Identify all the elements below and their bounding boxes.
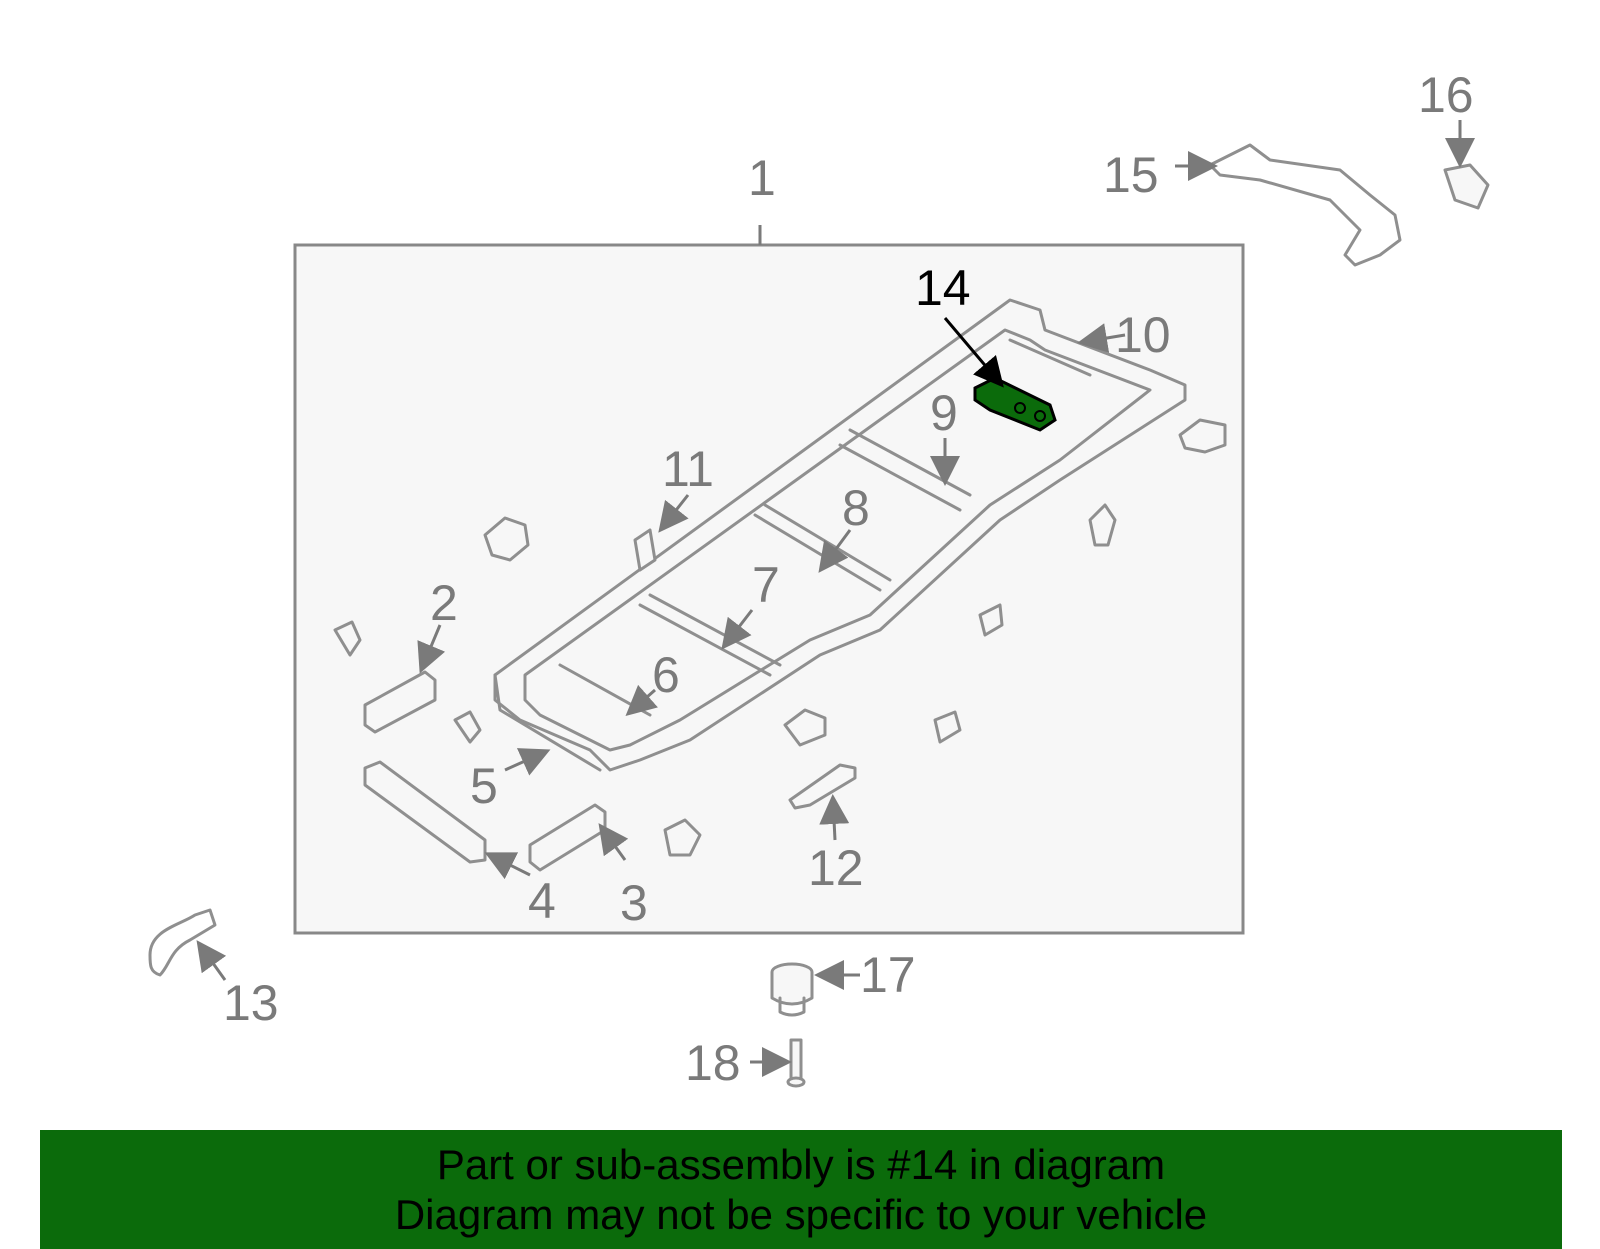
callout-10: 10 <box>1115 307 1171 363</box>
leader-13 <box>196 940 227 981</box>
callout-1: 1 <box>748 150 776 206</box>
leader-7 <box>721 609 754 650</box>
leader-8 <box>818 529 852 573</box>
part-16-cap <box>1443 163 1490 210</box>
mount-bracket-c <box>1088 503 1117 547</box>
part-11-bracket <box>633 528 657 572</box>
callout-15: 15 <box>1103 147 1159 203</box>
mount-bracket-e <box>663 818 702 857</box>
leader-12 <box>819 794 850 841</box>
callout-16: 16 <box>1418 67 1474 123</box>
leader-3 <box>598 823 629 861</box>
callout-7: 7 <box>752 557 780 613</box>
leader-10 <box>1077 323 1126 353</box>
mount-bracket-a <box>483 516 530 562</box>
callout-12: 12 <box>808 840 864 896</box>
part-18-bolt <box>786 1038 806 1088</box>
callout-5: 5 <box>470 758 498 814</box>
leader-4 <box>484 852 531 880</box>
small-bracket-g <box>453 710 482 744</box>
small-bracket-h <box>933 710 962 744</box>
part-15-bracket <box>1208 143 1402 267</box>
info-banner: Part or sub-assembly is #14 in diagram D… <box>40 1130 1562 1249</box>
callout-3: 3 <box>620 875 648 931</box>
callout-6: 6 <box>652 647 680 703</box>
banner-line-1: Part or sub-assembly is #14 in diagram <box>436 1141 1166 1188</box>
callout-9: 9 <box>930 385 958 441</box>
part-13-tow-hook <box>148 908 217 977</box>
mount-bracket-d <box>783 708 827 747</box>
part-14-bracket <box>973 376 1057 432</box>
callout-4: 4 <box>528 873 556 929</box>
callout-11: 11 <box>662 441 714 497</box>
small-bracket-f <box>333 620 362 657</box>
mount-bracket-b <box>1178 418 1227 454</box>
part-12-bracket <box>788 763 857 810</box>
leader-2 <box>417 624 446 674</box>
part-17-bushing <box>770 962 814 1017</box>
callout-8: 8 <box>842 480 870 536</box>
small-bracket-i <box>978 603 1004 637</box>
callout-2: 2 <box>430 575 458 631</box>
callout-13: 13 <box>223 975 279 1031</box>
leader-11 <box>658 494 690 533</box>
leader-14 <box>943 317 1004 388</box>
chassis-frame <box>493 298 1187 772</box>
callout-18: 18 <box>685 1035 741 1091</box>
leader-5 <box>504 748 551 776</box>
banner-line-2: Diagram may not be specific to your vehi… <box>394 1191 1208 1238</box>
leader-6 <box>625 684 658 716</box>
callout-17: 17 <box>860 947 916 1003</box>
callout-14: 14 <box>915 260 971 316</box>
